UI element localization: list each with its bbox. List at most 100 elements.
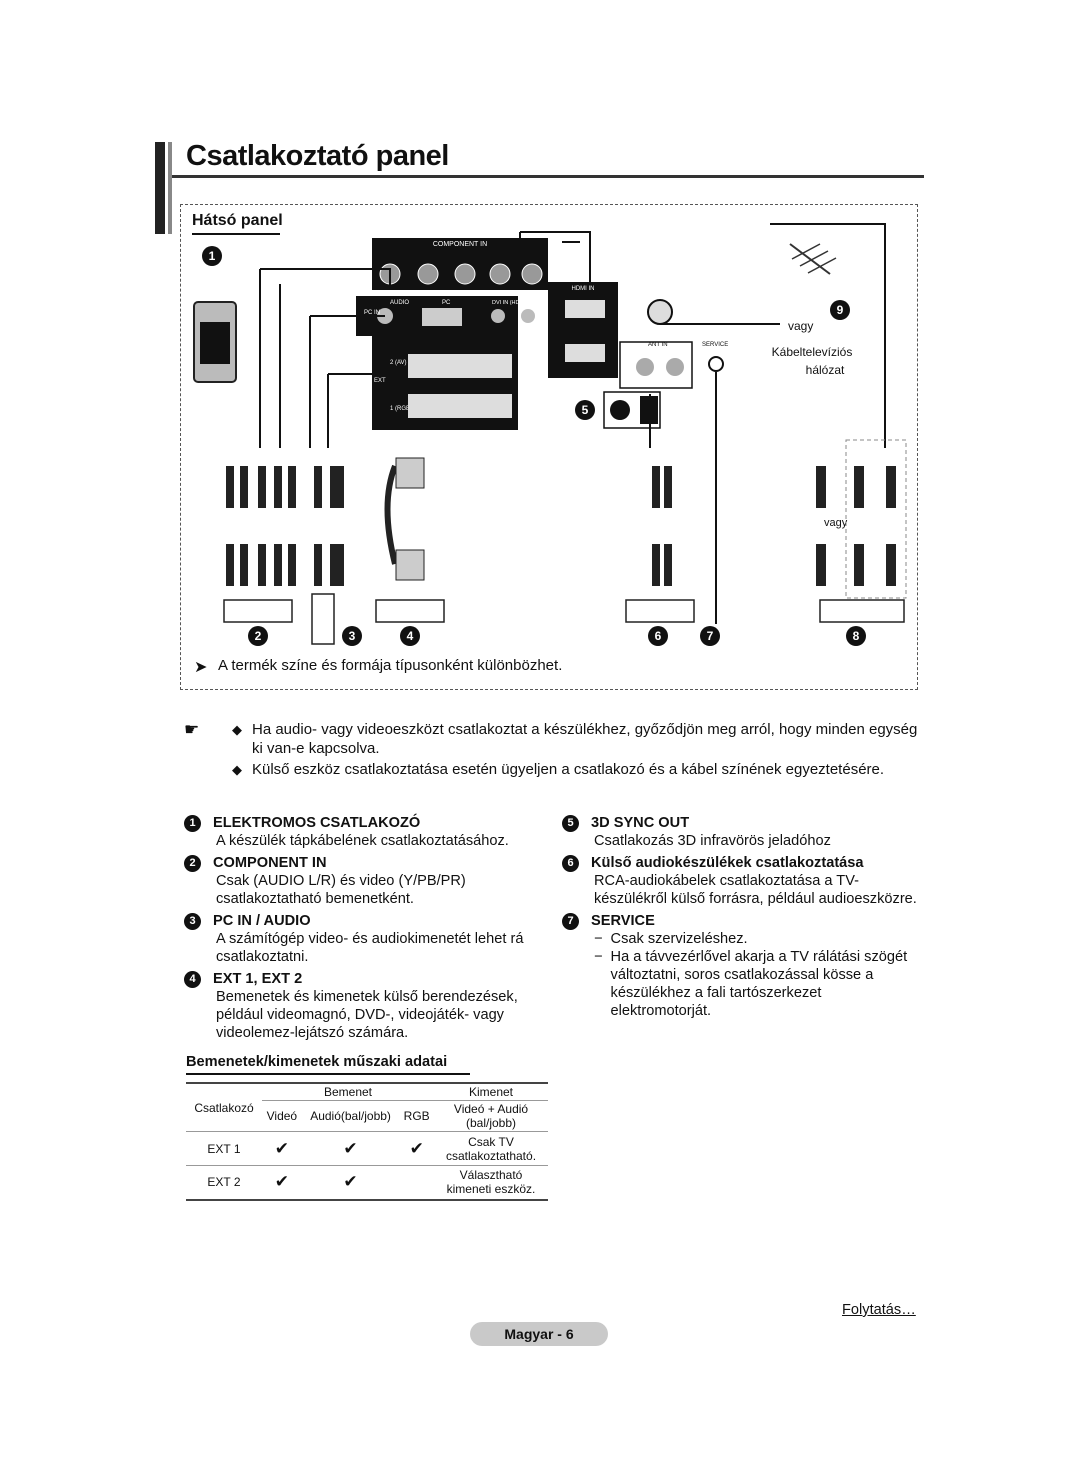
vcr-device <box>223 599 293 623</box>
left-items: 1 ELEKTROMOS CSATLAKOZÓ A készülék tápkáb… <box>184 810 546 1042</box>
bullet-row: ◆ Külső eszköz csatlakoztatása esetén üg… <box>184 760 924 779</box>
item-title: EXT 1, EXT 2 <box>213 971 303 987</box>
check-icon: ✔ <box>301 1165 400 1201</box>
title-bar-decoration <box>155 142 165 234</box>
title-bar-decoration-2 <box>168 142 172 234</box>
svg-text:3: 3 <box>349 629 356 643</box>
num-1-marker <box>202 246 222 266</box>
item-title: PC IN / AUDIO <box>213 913 311 929</box>
header-audio: Audió(bal/jobb) <box>301 1100 400 1132</box>
bullet-notes: ☛ ◆ Ha audio- vagy videoeszközt csatlako… <box>184 720 924 781</box>
svg-text:7: 7 <box>707 629 714 643</box>
ext1-label: 1 (RGB) <box>390 406 412 412</box>
or-label-hdmi: vagy <box>824 517 848 529</box>
header-connector: Csatlakozó <box>186 1082 262 1132</box>
dash-item: −Csak szervizeléshez. <box>594 931 748 947</box>
or-label-antenna: vagy <box>788 319 813 333</box>
cable-tv-label-1: Kábeltelevíziós <box>772 345 853 359</box>
audio-label: AUDIO <box>390 300 409 306</box>
item-4: 4 EXT 1, EXT 2 Bemenetek és kimenetek kül… <box>184 970 546 1042</box>
cell-name: EXT 1 <box>186 1131 262 1166</box>
item-7: 7 SERVICE −Csak szervizeléshez. −Ha a táv… <box>562 912 924 1020</box>
pc-label: PC <box>442 300 451 306</box>
item-title: SERVICE <box>591 913 655 929</box>
item-body: RCA-audiokábelek csatlakoztatása a TV-ké… <box>594 873 917 907</box>
item-body: A készülék tápkábelének csatlakoztatásáh… <box>216 833 509 849</box>
svg-text:9: 9 <box>837 303 844 317</box>
ant-in-label: ANT IN <box>648 342 668 348</box>
bullet-row: ☛ ◆ Ha audio- vagy videoeszközt csatlako… <box>184 720 924 758</box>
spec-table: Csatlakozó Bemenet Kimenet Videó Audió(b… <box>186 1082 548 1201</box>
item-title: COMPONENT IN <box>213 855 327 871</box>
item-5: 5 3D SYNC OUT Csatlakozás 3D infravörös j… <box>562 814 924 850</box>
item-body: Bemenetek és kimenetek külső berendezése… <box>216 989 518 1041</box>
table-row: EXT 1 ✔ ✔ ✔ Csak TV csatlakoztatható. <box>186 1131 548 1166</box>
bullet-text: Külső eszköz csatlakoztatása esetén ügye… <box>252 761 885 778</box>
header-rgb: RGB <box>399 1100 434 1132</box>
cable-tv-label-2: hálózat <box>806 363 845 377</box>
connection-diagram: 1 COMPONENT IN AUDIO PC DVI IN (HDMI 2) … <box>193 223 907 646</box>
item-title: 3D SYNC OUT <box>591 815 690 831</box>
item-title: Külső audiokészülékek csatlakoztatása <box>591 855 864 871</box>
svg-text:8: 8 <box>853 629 860 643</box>
right-items: 5 3D SYNC OUT Csatlakozás 3D infravörös j… <box>562 810 924 1020</box>
page-title: Csatlakoztató panel <box>186 140 449 172</box>
page-footer: Magyar - 6 <box>470 1322 608 1346</box>
pc-in-label: PC IN <box>364 310 380 316</box>
item-body: Csatlakozás 3D infravörös jeladóhoz <box>594 833 831 849</box>
cell-output: Választható kimeneti eszköz. <box>434 1165 548 1201</box>
num-5-badge: 5 <box>562 814 579 832</box>
note-text: A termék színe és formája típusonként kü… <box>218 657 563 674</box>
table-row: EXT 2 ✔ ✔ Választható kimeneti eszköz. <box>186 1165 548 1201</box>
arrow-icon: ➤ <box>194 659 208 676</box>
num-3-badge: 3 <box>184 912 201 930</box>
rear-panel-frame <box>180 204 918 690</box>
svg-text:1: 1 <box>209 249 216 263</box>
check-icon: ✔ <box>262 1165 302 1201</box>
section-label: Hátsó panel <box>192 212 283 229</box>
section-label-underline <box>192 233 280 235</box>
dash-text: Csak szervizeléshez. <box>610 931 748 947</box>
cell-name: EXT 2 <box>186 1165 262 1201</box>
svg-text:6: 6 <box>655 629 662 643</box>
pc-device <box>311 593 335 645</box>
item-body: A számítógép video- és audiokimenetét le… <box>216 931 524 965</box>
check-icon: ✔ <box>301 1131 400 1166</box>
num-6-badge: 6 <box>562 854 579 872</box>
item-body: Csak (AUDIO L/R) és video (Y/PB/PR) csat… <box>216 873 466 907</box>
item-6: 6 Külső audiokészülékek csatlakoztatása R… <box>562 854 924 908</box>
item-1: 1 ELEKTROMOS CSATLAKOZÓ A készülék tápkáb… <box>184 814 546 850</box>
num-2-badge: 2 <box>184 854 201 872</box>
dash-item: −Ha a távvezérlővel akarja a TV rálátási… <box>594 948 924 1020</box>
num-1-badge: 1 <box>184 814 201 832</box>
bullet-text: Ha audio- vagy videoeszközt csatlakoztat… <box>252 721 918 757</box>
dash-text: Ha a távvezérlővel akarja a TV rálátási … <box>610 949 908 1019</box>
diamond-icon: ◆ <box>232 722 242 737</box>
check-icon: ✔ <box>262 1131 302 1166</box>
pointing-hand-icon: ☛ <box>184 720 200 739</box>
audio-device <box>625 599 695 623</box>
header-output-sub: Videó + Audió (bal/jobb) <box>434 1100 548 1132</box>
power-socket <box>193 301 237 383</box>
cell-rgb <box>399 1165 434 1201</box>
title-rule <box>172 175 924 178</box>
hdmi-in-label: HDMI IN <box>572 286 595 292</box>
continued-link[interactable]: Folytatás… <box>842 1302 916 1318</box>
svg-text:2: 2 <box>255 629 262 643</box>
diamond-icon: ◆ <box>232 762 242 777</box>
header-output: Kimenet <box>434 1082 548 1101</box>
svg-text:5: 5 <box>582 403 589 417</box>
spec-title: Bemenetek/kimenetek műszaki adatai <box>186 1054 448 1070</box>
header-input: Bemenet <box>262 1082 434 1101</box>
spec-title-underline <box>186 1073 470 1075</box>
svg-text:4: 4 <box>407 629 414 643</box>
component-in-label: COMPONENT IN <box>433 241 487 248</box>
item-title: ELEKTROMOS CSATLAKOZÓ <box>213 815 421 831</box>
ext2-label: 2 (AV) <box>390 360 407 366</box>
cell-output: Csak TV csatlakoztatható. <box>434 1131 548 1166</box>
ext-label: EXT <box>374 378 386 384</box>
header-video: Videó <box>262 1100 302 1132</box>
num-4-badge: 4 <box>184 970 201 988</box>
num-7-badge: 7 <box>562 912 579 930</box>
item-2: 2 COMPONENT IN Csak (AUDIO L/R) és video … <box>184 854 546 908</box>
